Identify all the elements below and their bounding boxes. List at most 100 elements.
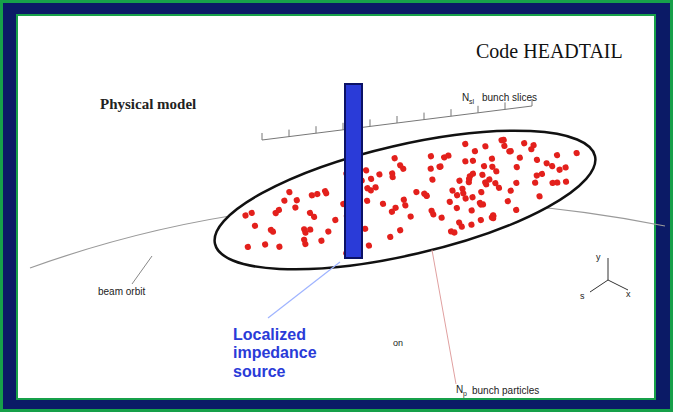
particle-dot <box>367 187 374 194</box>
particle-dot <box>482 179 489 186</box>
particle-dot <box>407 213 414 220</box>
particle-dot <box>453 204 460 211</box>
particle-dot <box>513 179 520 186</box>
particle-dot <box>506 148 513 155</box>
particle-dot <box>468 221 475 228</box>
particle-dot <box>549 179 556 186</box>
slice-tick <box>343 123 344 130</box>
axis-label: y <box>596 252 601 262</box>
particle-dot <box>300 236 307 243</box>
particle-dot <box>387 233 394 240</box>
particle-dot <box>310 213 317 220</box>
particle-dot <box>392 204 399 211</box>
particle-dot <box>436 163 443 170</box>
leader-line <box>432 250 456 384</box>
particle-dot <box>429 176 436 183</box>
particle-dot <box>488 155 495 162</box>
particle-dot <box>504 197 511 204</box>
particle-dot <box>516 154 523 161</box>
particle-dot <box>251 222 258 229</box>
particle-dot <box>528 145 535 152</box>
slice-tick <box>478 106 479 113</box>
particle-dot <box>533 172 540 179</box>
particle-dot <box>495 184 502 191</box>
particle-dot <box>242 212 249 219</box>
particle-dot <box>413 188 420 195</box>
particle-dot <box>427 165 434 172</box>
bunch-particles <box>232 113 592 282</box>
slice-tick <box>370 119 371 126</box>
particle-dot <box>500 136 507 143</box>
particle-dot <box>536 193 543 200</box>
particle-dot <box>462 158 469 165</box>
particle-dot <box>293 197 300 204</box>
particle-dot <box>318 237 325 244</box>
particles-label: bunch particles <box>472 385 539 397</box>
particle-dot <box>325 228 332 235</box>
slice-tick <box>289 130 290 137</box>
particle-dot <box>396 162 403 169</box>
particle-dot <box>322 190 329 197</box>
particle-dot <box>362 167 369 174</box>
particle-dot <box>573 149 580 156</box>
particle-dot <box>363 197 370 204</box>
particle-dot <box>449 187 456 194</box>
particle-dot <box>389 173 396 180</box>
leader-line <box>268 262 340 318</box>
particle-dot <box>421 190 428 197</box>
particle-dot <box>402 202 409 209</box>
particle-dot <box>477 216 484 223</box>
particle-dot <box>365 242 372 249</box>
particle-dot <box>562 178 569 185</box>
particle-dot <box>445 152 452 159</box>
particle-dot <box>400 196 407 203</box>
particle-dot <box>480 162 487 169</box>
particle-dot <box>462 140 469 147</box>
particle-dot <box>261 241 268 248</box>
particle-dot <box>478 188 485 195</box>
subscript: p <box>463 390 467 398</box>
particle-dot <box>531 179 538 186</box>
particle-dot <box>427 153 434 160</box>
impedance-bar <box>345 84 362 258</box>
subscript: sl <box>469 98 474 106</box>
particle-dot <box>286 188 293 195</box>
bunch-ellipse <box>203 103 608 298</box>
impedance-label: Localized impedance source <box>233 326 345 381</box>
slice-tick <box>505 102 506 109</box>
particle-dot <box>276 243 283 250</box>
symbol: N <box>462 92 469 104</box>
particle-dot <box>507 187 514 194</box>
particle-dot <box>533 156 540 163</box>
particle-dot <box>462 195 469 202</box>
slice-tick <box>397 116 398 123</box>
particle-dot <box>332 216 339 223</box>
partial-label: on <box>393 338 403 348</box>
particle-dot <box>244 243 251 250</box>
particle-dot <box>281 197 288 204</box>
slices-label: bunch slices <box>482 92 537 104</box>
particle-dot <box>272 209 279 216</box>
particle-dot <box>556 166 563 173</box>
particle-dot <box>456 177 463 184</box>
particle-dot <box>391 155 398 162</box>
particle-dot <box>489 214 496 221</box>
particle-dot <box>267 226 274 233</box>
particle-dot <box>468 207 475 214</box>
orbit-label: beam orbit <box>98 286 145 298</box>
particle-dot <box>479 171 486 178</box>
particle-dot <box>469 170 476 177</box>
particle-dot <box>482 143 489 150</box>
axis-label: s <box>580 291 585 301</box>
particle-dot <box>396 227 403 234</box>
axes <box>590 258 628 292</box>
particle-dot <box>314 190 321 197</box>
leader-line <box>132 256 152 284</box>
particle-dot <box>292 204 299 211</box>
slice-tick <box>451 109 452 116</box>
particle-dot <box>512 206 519 213</box>
particle-dot <box>446 198 453 205</box>
particle-dot <box>548 162 555 169</box>
particle-dot <box>469 157 476 164</box>
particle-dot <box>469 194 476 201</box>
